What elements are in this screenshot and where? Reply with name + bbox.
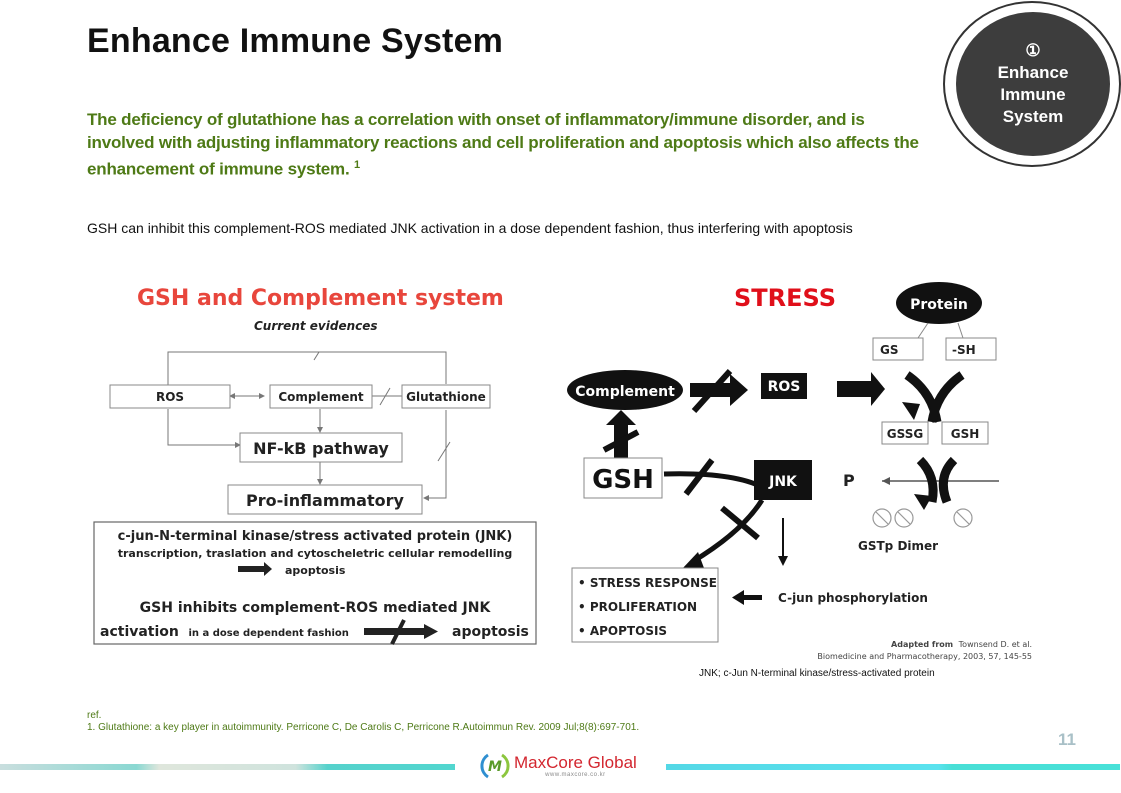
svg-text:Complement: Complement (575, 384, 675, 400)
abbreviation-note: JNK; c-Jun N-terminal kinase/stress-acti… (699, 668, 935, 679)
svg-text:Pro-inflammatory: Pro-inflammatory (246, 491, 404, 510)
jnk-summary-box: c-jun-N-terminal kinase/stress activated… (93, 521, 537, 645)
svg-text:GSSG: GSSG (887, 427, 923, 441)
footer-bar-left (0, 764, 455, 770)
brand-name: MaxCore Global (514, 753, 637, 772)
brand-logo: M MaxCore Global www.maxcore.co.kr (480, 748, 650, 784)
gsh-inhibition-curve (663, 458, 764, 496)
figure-left-title: GSH and Complement system (137, 286, 504, 311)
arrow-ros-to-exchange (837, 372, 885, 406)
blocked-arrow-complement-ros (690, 368, 748, 414)
node-gs: GS (872, 337, 924, 361)
svg-text:Glutathione: Glutathione (406, 390, 486, 404)
node-ros-right: ROS (761, 373, 807, 399)
node-gsh-small: GSH (941, 421, 989, 445)
svg-text:M: M (488, 759, 502, 775)
node-nfkb: NF-kB pathway (239, 432, 403, 463)
svg-text:c-jun-N-terminal kinase/stress: c-jun-N-terminal kinase/stress activated… (118, 529, 513, 544)
intro-text: The deficiency of glutathione has a corr… (87, 110, 919, 179)
intro-paragraph: The deficiency of glutathione has a corr… (87, 108, 927, 181)
blocked-arrow-gsh-complement (602, 410, 640, 458)
summary-text: GSH can inhibit this complement-ROS medi… (87, 220, 853, 236)
svg-text:• PROLIFERATION: • PROLIFERATION (578, 600, 697, 614)
node-sh: -SH (945, 337, 997, 361)
node-ros: ROS (109, 384, 231, 409)
figure-gsh-complement: GSH and Complement system Current eviden… (93, 286, 537, 645)
slide-title: Enhance Immune System (87, 22, 504, 60)
node-glutathione: Glutathione (401, 384, 491, 409)
svg-text:apoptosis: apoptosis (452, 624, 529, 640)
node-complement-right: Complement (567, 370, 683, 410)
page-number: 11 (1058, 730, 1076, 749)
svg-text:Protein: Protein (910, 297, 968, 313)
exchange-cross-top (904, 371, 965, 423)
svg-text:• APOPTOSIS: • APOPTOSIS (578, 624, 667, 638)
svg-text:• STRESS RESPONSE: • STRESS RESPONSE (578, 576, 717, 590)
svg-text:GS: GS (880, 343, 899, 357)
section-label-line1: Enhance (997, 63, 1069, 82)
logo-m-icon: M (480, 753, 510, 779)
jnk-to-outcomes-blocked (690, 498, 765, 565)
flow-connectors (167, 351, 451, 501)
svg-text:NF-kB pathway: NF-kB pathway (253, 439, 389, 458)
outcomes-box: • STRESS RESPONSE • PROLIFERATION • APOP… (571, 567, 719, 643)
svg-text:GSH: GSH (951, 427, 980, 441)
svg-text:GSH: GSH (592, 465, 654, 495)
figure-stress-pathway: STRESS Protein GS -SH Complement ROS GSS… (567, 282, 1032, 661)
node-complement: Complement (269, 384, 373, 409)
section-badge: ① Enhance Immune System (956, 12, 1110, 156)
figure-left-subtitle: Current evidences (254, 319, 378, 333)
arrow-cjun-to-outcomes (732, 590, 762, 605)
node-gssg: GSSG (881, 421, 929, 445)
section-number: ① (1025, 41, 1041, 60)
svg-text:apoptosis: apoptosis (285, 564, 346, 577)
node-protein: Protein (896, 282, 982, 324)
svg-text:JNK: JNK (768, 474, 798, 490)
brand-url: www.maxcore.co.kr (545, 772, 606, 778)
figure-credit-line2: Biomedicine and Pharmacotherapy, 2003, 5… (817, 652, 1032, 661)
phosphate-label: P (843, 471, 855, 490)
svg-text:ROS: ROS (768, 379, 801, 395)
reference-item: 1. Glutathione: a key player in autoimmu… (87, 722, 640, 733)
jnk-activation-line: activation in a dose dependent fashion (100, 621, 349, 640)
cjun-label: C-jun phosphorylation (778, 591, 928, 605)
footer-bar-right (666, 764, 1120, 770)
node-jnk-right: JNK (754, 460, 812, 500)
svg-text:Complement: Complement (278, 390, 364, 404)
svg-text:-SH: -SH (952, 343, 976, 357)
svg-text:GSTp Dimer: GSTp Dimer (858, 539, 938, 553)
svg-text:transcription, traslation and: transcription, traslation and cytoschele… (118, 547, 513, 560)
node-proinflammatory: Pro-inflammatory (227, 484, 423, 515)
svg-text:GSH inhibits complement-ROS me: GSH inhibits complement-ROS mediated JNK (140, 600, 492, 616)
figure-right-title: STRESS (734, 284, 836, 312)
references-heading: ref. (87, 710, 102, 721)
node-gsh-large: GSH (583, 457, 663, 499)
figure-credit: Adapted from Townsend D. et al. (891, 640, 1032, 649)
intro-ref-marker: 1 (354, 159, 360, 171)
section-label-line3: System (1002, 107, 1064, 126)
svg-text:ROS: ROS (156, 390, 184, 404)
gstp-exchange: GSTp Dimer (858, 456, 999, 553)
section-label-line2: Immune (1000, 85, 1066, 104)
